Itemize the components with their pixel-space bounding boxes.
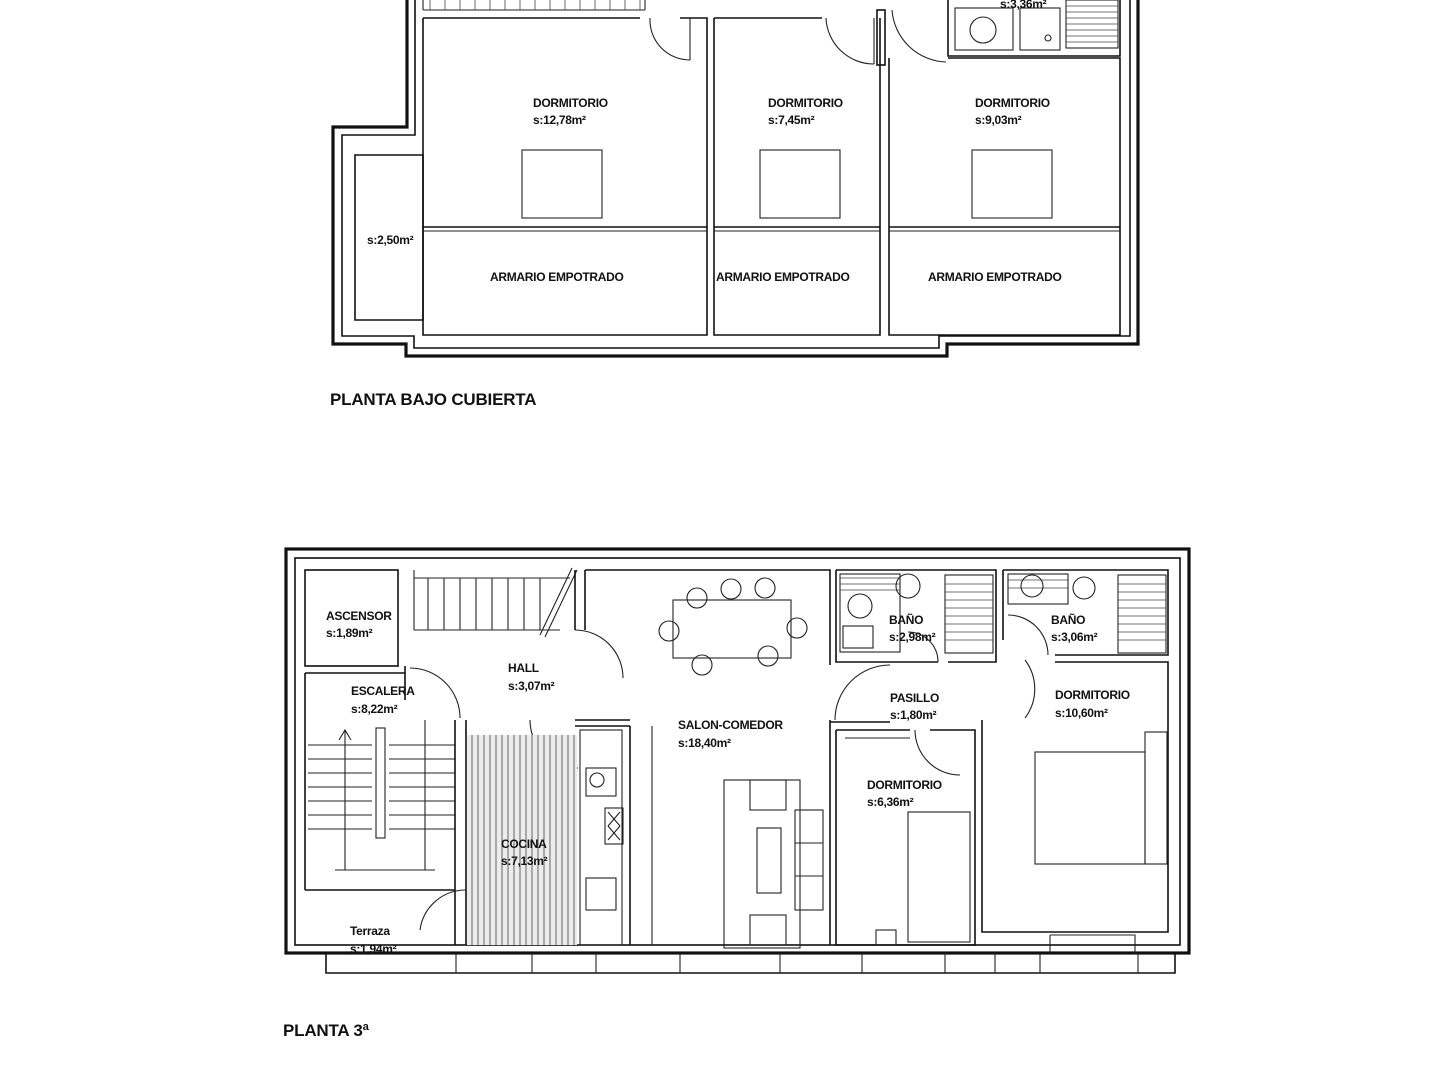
lower-bathroom-1	[835, 569, 997, 663]
lower-kitchen-tile-lines	[471, 735, 575, 945]
lower-room-area: s:3,07m²	[508, 679, 555, 693]
lower-room-area: s:7,13m²	[501, 854, 548, 868]
upper-room-name: DORMITORIO	[975, 96, 1050, 110]
upper-bedroom-3-door	[891, 9, 947, 63]
lower-room-name: BAÑO	[889, 612, 923, 627]
lower-main-bedroom	[981, 661, 1169, 933]
upper-bedroom-1-door	[649, 17, 691, 61]
lower-room-area: s:8,22m²	[351, 702, 398, 716]
upper-closet-label: ARMARIO EMPOTRADO	[490, 270, 624, 284]
lower-bathroom-2	[1002, 569, 1169, 656]
lower-room-area: s:18,40m²	[678, 736, 731, 750]
lower-terrace-wall	[325, 953, 1176, 974]
lower-staircase	[304, 567, 578, 891]
upper-floor-plan: DORMITORIO s:12,78m² DORMITORIO s:7,45m²…	[330, 0, 1140, 409]
lower-double-bed	[1034, 751, 1146, 865]
lower-room-name: COCINA	[501, 837, 547, 851]
upper-bedroom-2-bed	[759, 149, 841, 219]
lower-hall-wall	[404, 570, 586, 945]
upper-room-name: DORMITORIO	[768, 96, 843, 110]
lower-room-area: s:2,98m²	[889, 630, 936, 644]
lower-corridor-door-left	[834, 664, 891, 721]
lower-room-name: BAÑO	[1051, 612, 1085, 627]
lower-hall-door	[409, 667, 461, 719]
lower-room-name: HALL	[508, 661, 539, 675]
lower-room-area: s:10,60m²	[1055, 706, 1108, 720]
lower-small-bedroom	[835, 729, 976, 946]
lower-terrace-door	[419, 889, 467, 931]
upper-storage-area: s:2,50m²	[367, 233, 414, 247]
lower-room-name: ASCENSOR	[326, 609, 392, 623]
lower-elevator-wall	[304, 569, 399, 667]
lower-sofa-set	[723, 779, 824, 949]
lower-outer-wall	[284, 547, 1191, 955]
upper-outer-wall	[331, 0, 1140, 358]
upper-bedroom-2-door	[825, 17, 875, 65]
lower-room-area: s:1,89m²	[326, 626, 373, 640]
lower-room-name: DORMITORIO	[1055, 688, 1130, 702]
upper-bathroom-wall	[947, 0, 1121, 57]
upper-bedroom-1-bed	[521, 149, 603, 219]
lower-corridor-door-right	[1024, 659, 1036, 719]
upper-bedroom-2-wall	[713, 18, 881, 336]
lower-kitchen-floor	[467, 735, 577, 945]
upper-floor-title: PLANTA BAJO CUBIERTA	[330, 390, 536, 409]
upper-room-area: s:9,03m²	[975, 113, 1022, 127]
upper-closet-label: ARMARIO EMPOTRADO	[716, 270, 850, 284]
lower-room-name: SALON-COMEDOR	[678, 718, 783, 732]
lower-room-area: s:1,80m²	[890, 708, 937, 722]
upper-roof-edge	[422, 0, 646, 11]
upper-bedroom-3-wall	[888, 57, 1121, 336]
upper-outer-wall-inner	[341, 0, 1131, 349]
lower-dining-table	[658, 577, 808, 676]
lower-room-area: s:3,06m²	[1051, 630, 1098, 644]
lower-room-name: Terraza	[350, 924, 390, 938]
lower-room-name: ESCALERA	[351, 684, 415, 698]
upper-room-name: DORMITORIO	[533, 96, 608, 110]
upper-closet-label: ARMARIO EMPOTRADO	[928, 270, 1062, 284]
upper-bathroom-shower	[1065, 0, 1119, 49]
lower-room-name: DORMITORIO	[867, 778, 942, 792]
upper-bathroom-area: s:3,36m²	[1000, 0, 1047, 11]
lower-living-wall	[585, 569, 831, 945]
lower-room-area: s:6,36m²	[867, 795, 914, 809]
upper-bathroom-toilet	[969, 16, 997, 44]
upper-bedroom-1-wall	[422, 17, 708, 336]
lower-kitchen-counter	[579, 729, 623, 946]
lower-room-name: PASILLO	[890, 691, 939, 705]
lower-entry-door	[574, 629, 624, 679]
upper-room-area: s:7,45m²	[768, 113, 815, 127]
lower-room-area: s:1,94m²	[350, 942, 397, 956]
upper-room-area: s:12,78m²	[533, 113, 586, 127]
lower-floor-plan: ASCENSOR s:1,89m² ESCALERA s:8,22m² HALL…	[283, 547, 1191, 1040]
upper-bedroom-3-bed	[971, 149, 1053, 219]
lower-floor-title: PLANTA 3ª	[283, 1021, 370, 1040]
lower-kitchen-hob	[604, 807, 624, 845]
